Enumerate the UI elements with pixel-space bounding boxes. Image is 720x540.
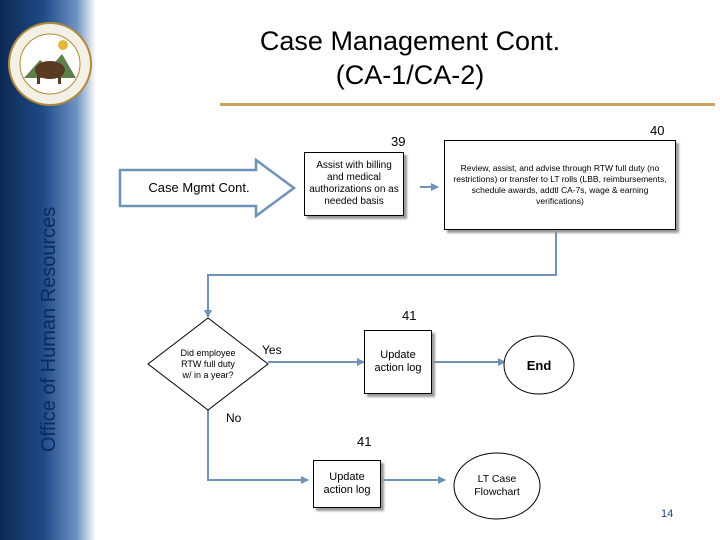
step-number-41-b: 41 — [357, 434, 372, 449]
title-rule — [220, 103, 715, 106]
title-line-2: (CA-1/CA-2) — [335, 60, 485, 90]
title-line-1: Case Management Cont. — [259, 26, 561, 56]
connector-no — [207, 410, 309, 484]
end-label: End — [526, 357, 552, 373]
decision-diamond — [147, 317, 269, 411]
step-number-39: 39 — [391, 134, 406, 149]
update-action-log-box-1: Update action log — [364, 330, 432, 394]
lt-flowchart-label: LT Case Flowchart — [474, 473, 520, 498]
no-label: No — [226, 411, 242, 425]
review-box: Review, assist, and advise through RTW f… — [444, 140, 676, 230]
doi-seal-logo — [8, 22, 92, 106]
yes-label: Yes — [262, 343, 282, 357]
update-action-log-box-2: Update action log — [313, 460, 381, 508]
connector-review-to-decision — [204, 230, 557, 318]
case-mgmt-label: Case Mgmt Cont. — [148, 179, 250, 195]
step-number-41-a: 41 — [402, 308, 417, 323]
page-title: Case Management Cont. (CA-1/CA-2) — [160, 24, 660, 92]
end-terminator — [503, 335, 575, 395]
decision-text: Did employee RTW full duty w/ in a year? — [180, 347, 236, 380]
lt-flowchart-connector — [453, 452, 541, 520]
case-mgmt-arrow — [118, 158, 297, 218]
assist-box: Assist with billing and medical authoriz… — [304, 152, 404, 216]
page-number: 14 — [661, 508, 674, 520]
step-number-40: 40 — [650, 123, 665, 138]
